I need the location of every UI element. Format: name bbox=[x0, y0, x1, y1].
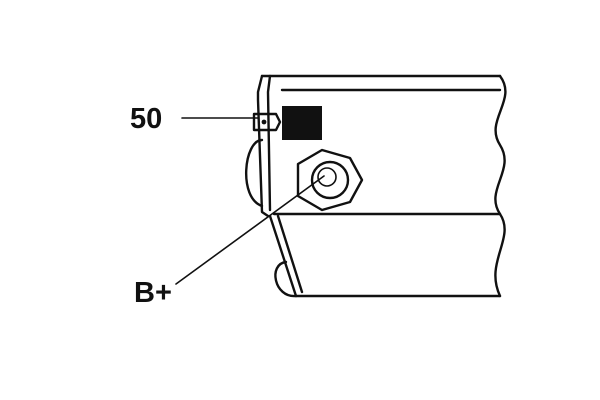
end-cap-upper bbox=[244, 138, 264, 208]
terminal-50 bbox=[252, 106, 322, 140]
terminal-50-block bbox=[282, 106, 322, 140]
housing-break-line bbox=[494, 74, 507, 298]
end-cap-lower bbox=[274, 260, 298, 298]
b-plus-hex-nut bbox=[296, 148, 364, 212]
leader-line-b-plus bbox=[175, 175, 325, 285]
terminal-50-tab bbox=[252, 112, 282, 132]
terminal-50-dot bbox=[261, 119, 267, 125]
label-50: 50 bbox=[130, 103, 162, 135]
housing-left-edge bbox=[256, 74, 270, 218]
housing-slant-inner bbox=[276, 214, 304, 294]
end-cap bbox=[244, 138, 298, 298]
b-plus-stud bbox=[317, 167, 337, 187]
terminal-b-plus bbox=[296, 148, 364, 212]
housing-slant-outer bbox=[268, 214, 298, 298]
solenoid-housing bbox=[256, 74, 507, 298]
label-b-plus: B+ bbox=[134, 277, 172, 309]
b-plus-washer bbox=[310, 160, 350, 200]
housing-left-inner-edge bbox=[266, 74, 272, 212]
